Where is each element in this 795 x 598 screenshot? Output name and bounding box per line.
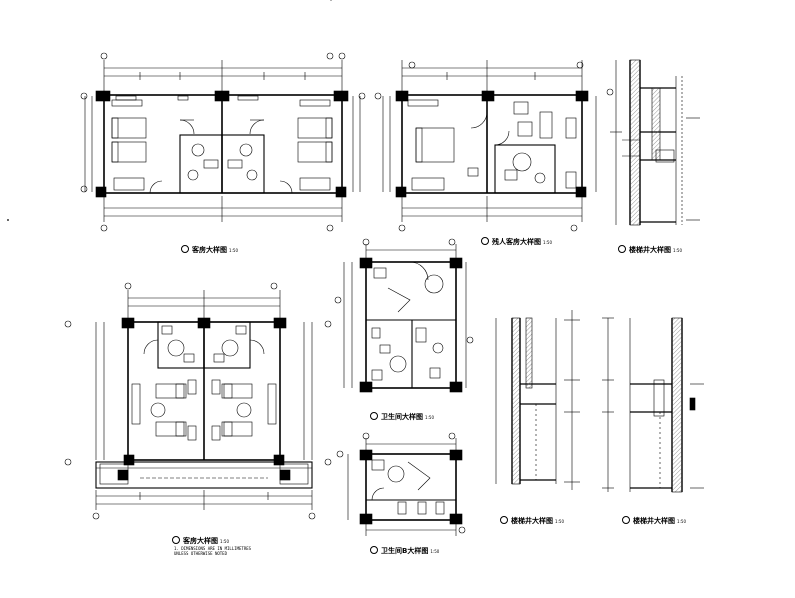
caption-marker-icon: [370, 546, 378, 554]
caption-marker-icon: [618, 245, 626, 253]
stair-section-bottom-right: [602, 317, 704, 493]
bathroom-plan-a: [334, 238, 474, 393]
note-line: 1. DIMENSIONS ARE IN MILLIMETRES: [174, 546, 252, 551]
note-line: UNLESS OTHERWISE NOTED: [174, 551, 227, 556]
caption-marker-icon: [481, 237, 489, 245]
accessible-room-plan: [374, 60, 614, 232]
stair-section-top: [610, 59, 700, 226]
caption-marker-icon: [622, 516, 630, 524]
caption-marker-icon: [370, 412, 378, 420]
stair-section-bottom-left: [495, 310, 580, 490]
general-notes: 1. DIMENSIONS ARE IN MILLIMETRES UNLESS …: [174, 546, 251, 556]
caption-marker-icon: [181, 245, 189, 253]
caption-marker-icon: [172, 536, 180, 544]
guest-room-plan-bottom: [64, 282, 332, 520]
guest-room-plan-top: [80, 52, 366, 232]
bathroom-plan-b: [336, 432, 466, 536]
caption-marker-icon: [500, 516, 508, 524]
